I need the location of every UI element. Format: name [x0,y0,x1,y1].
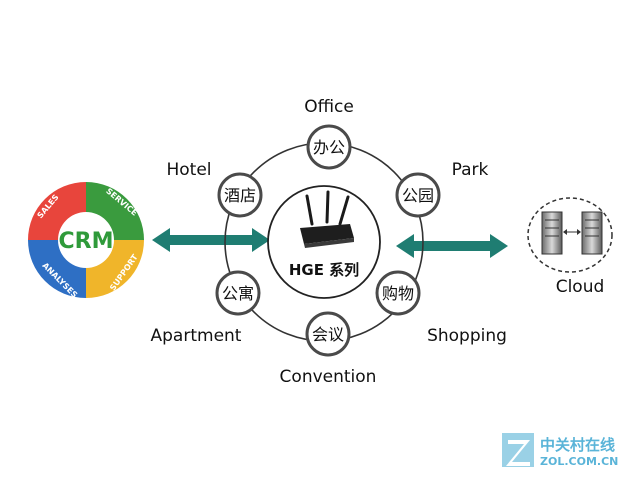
watermark-en: ZOL.COM.CN [540,455,618,468]
node-apartment-text: 公寓 [222,284,254,303]
node-shopping-text: 购物 [382,284,414,303]
zol-watermark: 中关村在线 ZOL.COM.CN [502,433,618,468]
node-shopping-caption: Shopping [427,326,507,346]
center-label: HGE 系列 [289,261,359,279]
node-park-text: 公园 [402,186,434,205]
node-hotel-text: 酒店 [224,186,256,205]
right-double-arrow [396,234,508,258]
node-hotel: 酒店 Hotel [166,160,263,218]
node-hotel-caption: Hotel [166,160,211,180]
center-hub: HGE 系列 [267,185,381,299]
crm-cycle-graphic: CRM SALES SERVICE SUPPORT ANALYSES [28,182,144,300]
node-park: 公园 Park [395,160,489,218]
node-park-circle [395,172,441,218]
node-office-circle [306,124,352,170]
watermark-cn: 中关村在线 [540,436,615,454]
node-park-caption: Park [452,160,489,180]
crm-segment-sales [28,182,86,240]
crm-title: CRM [59,229,114,254]
node-office-caption: Office [304,97,354,117]
server-icon-left [541,211,563,255]
cloud-label: Cloud [556,277,605,297]
left-double-arrow [152,228,270,252]
crm-segment-support [86,240,144,298]
crm-segment-service [86,182,144,240]
node-office: 办公 Office [304,97,354,170]
zol-logo-icon [502,433,534,467]
router-icon [300,190,354,248]
cloud-dashed-outline [527,197,613,273]
server-link-arrow [563,229,581,235]
node-shopping-circle [375,270,421,316]
node-apartment-circle [215,270,261,316]
node-convention: 会议 Convention [280,311,377,387]
node-apartment: 公寓 Apartment [151,270,261,346]
node-convention-text: 会议 [312,325,344,344]
node-office-text: 办公 [313,138,345,157]
node-apartment-caption: Apartment [151,326,242,346]
crm-center-disc [60,214,112,266]
node-convention-circle [305,311,351,357]
node-hotel-circle [217,172,263,218]
node-convention-caption: Convention [280,367,377,387]
server-icon-right [581,211,603,255]
cloud-graphic: Cloud [527,197,613,297]
crm-segment-analyses [28,240,86,298]
node-shopping: 购物 Shopping [375,270,507,346]
